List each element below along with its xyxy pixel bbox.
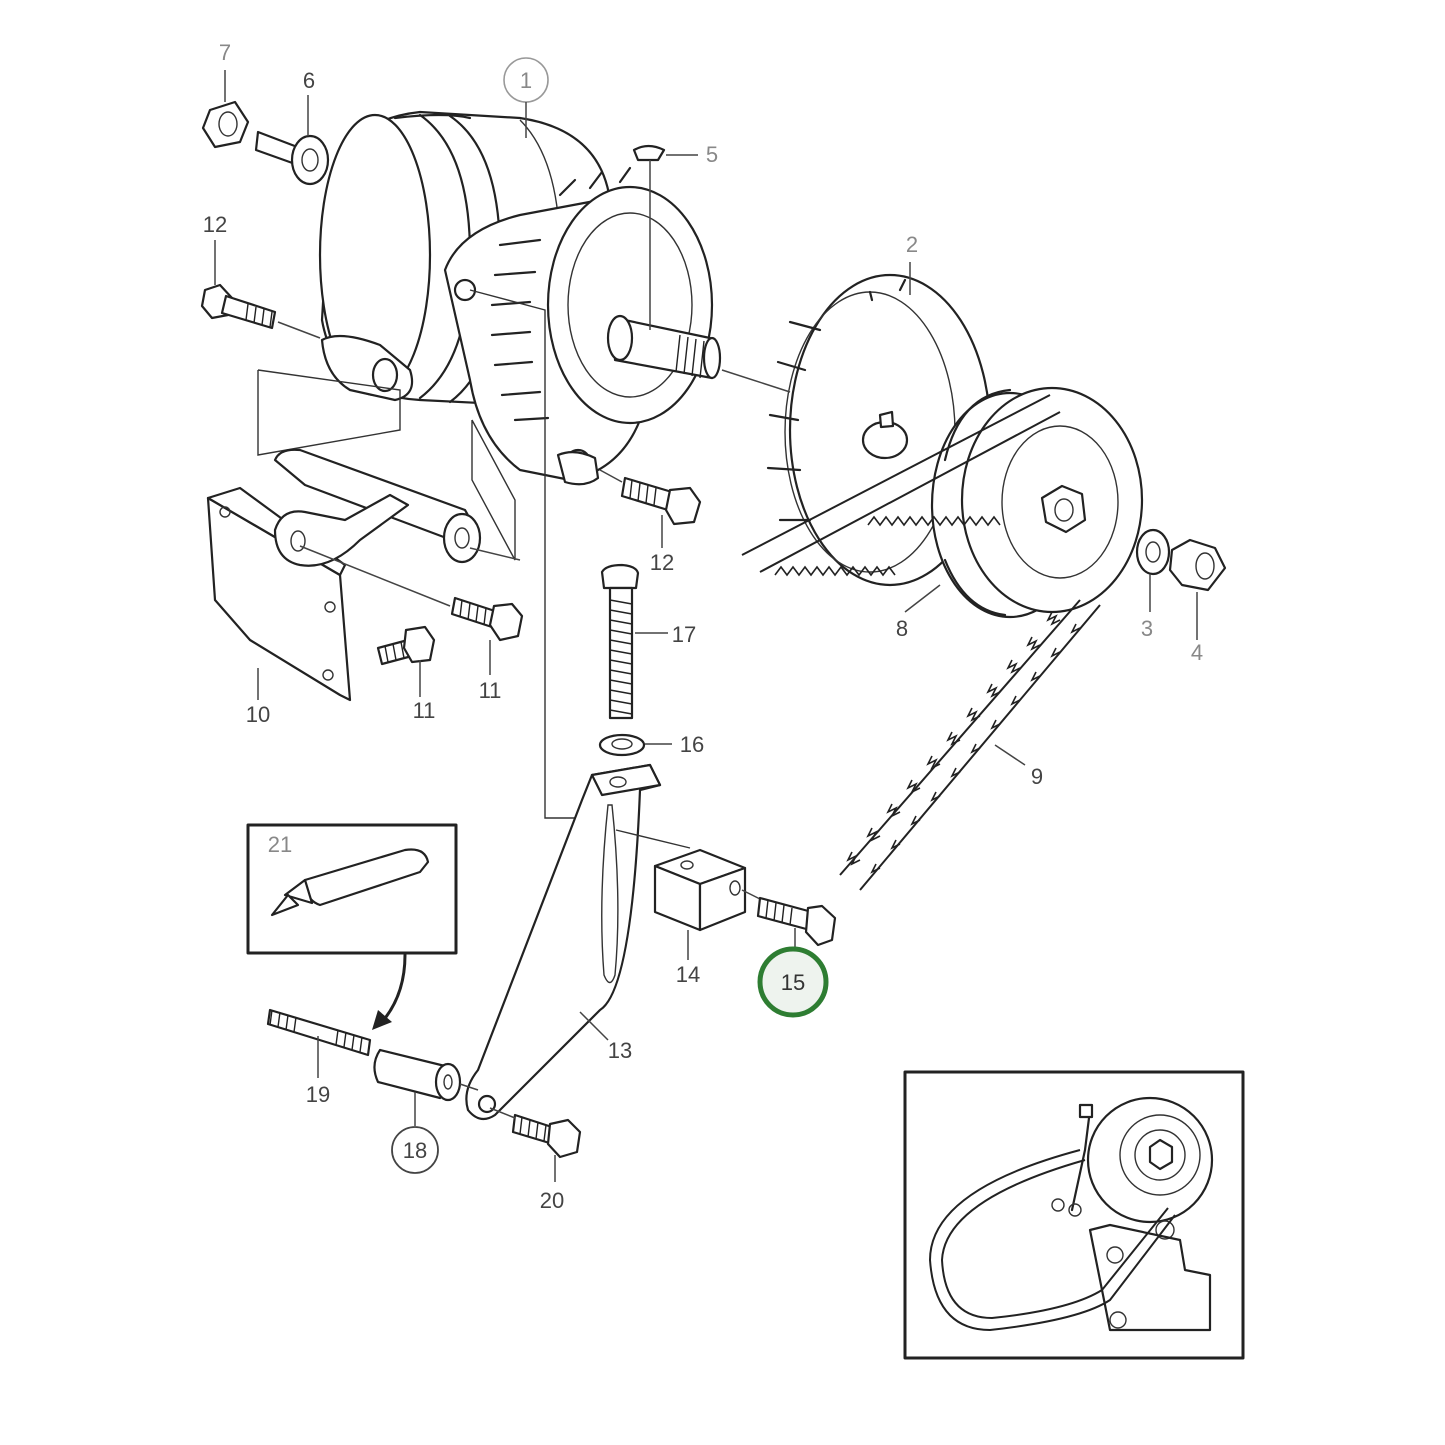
callout-2[interactable]: 2 bbox=[906, 232, 918, 257]
bolt-part-11-left[interactable] bbox=[376, 625, 436, 697]
washer-part-16[interactable] bbox=[598, 733, 672, 757]
callout-14[interactable]: 14 bbox=[676, 962, 700, 987]
callout-12-upper[interactable]: 12 bbox=[203, 212, 227, 237]
block-part-14[interactable] bbox=[653, 848, 763, 960]
callout-11-left[interactable]: 11 bbox=[413, 698, 436, 723]
callout-6[interactable]: 6 bbox=[303, 68, 315, 93]
callout-3[interactable]: 3 bbox=[1141, 616, 1153, 641]
callout-15-highlighted[interactable]: 15 bbox=[757, 946, 829, 1018]
callout-15-label: 15 bbox=[781, 970, 805, 995]
callout-17[interactable]: 17 bbox=[672, 622, 696, 647]
callout-13[interactable]: 13 bbox=[608, 1038, 632, 1063]
callout-18-label: 18 bbox=[403, 1138, 427, 1163]
alternator-part-1[interactable] bbox=[318, 110, 722, 486]
callout-7[interactable]: 7 bbox=[219, 40, 231, 65]
stud-part-19[interactable] bbox=[266, 1008, 372, 1078]
sealant-box-part-21[interactable] bbox=[246, 823, 458, 955]
callout-12-lower[interactable]: 12 bbox=[650, 550, 674, 575]
adjuster-arm-part-13[interactable] bbox=[465, 763, 691, 1121]
spacer-part-18[interactable] bbox=[373, 1048, 479, 1126]
callout-20[interactable]: 20 bbox=[540, 1188, 564, 1213]
nut-part-7[interactable] bbox=[201, 70, 250, 149]
callout-19[interactable]: 19 bbox=[306, 1082, 330, 1107]
belt-pulley-part-8[interactable] bbox=[904, 386, 1144, 619]
bolt-part-11-right[interactable] bbox=[450, 596, 524, 675]
washer-part-3[interactable] bbox=[1135, 528, 1171, 612]
callout-10[interactable]: 10 bbox=[246, 702, 270, 727]
bolt-part-12-lower[interactable] bbox=[599, 469, 702, 548]
callout-8[interactable]: 8 bbox=[896, 616, 908, 641]
callout-9[interactable]: 9 bbox=[1031, 764, 1043, 789]
callout-1-label: 1 bbox=[520, 68, 532, 93]
arrow-to-stud bbox=[372, 953, 407, 1030]
woodruff-key-part-5[interactable] bbox=[632, 144, 698, 330]
bolt-part-17[interactable] bbox=[600, 563, 668, 720]
nut-part-4[interactable] bbox=[1168, 538, 1227, 640]
drive-belt-part-9[interactable] bbox=[741, 394, 1101, 891]
callout-11-right[interactable]: 11 bbox=[479, 678, 502, 703]
callout-5[interactable]: 5 bbox=[706, 142, 718, 167]
inset-overview bbox=[903, 1070, 1245, 1360]
callout-1[interactable]: 1 bbox=[503, 57, 549, 138]
callout-18[interactable]: 18 bbox=[391, 1126, 439, 1174]
bolt-part-20[interactable] bbox=[489, 1107, 582, 1182]
callout-21[interactable]: 21 bbox=[268, 832, 292, 857]
washer-part-6[interactable] bbox=[254, 95, 330, 186]
callout-4[interactable]: 4 bbox=[1191, 640, 1203, 665]
bolt-part-12-upper[interactable] bbox=[200, 240, 321, 339]
bolt-part-15[interactable] bbox=[756, 896, 837, 958]
bracket-part-10[interactable] bbox=[206, 448, 521, 702]
callout-16[interactable]: 16 bbox=[680, 732, 704, 757]
